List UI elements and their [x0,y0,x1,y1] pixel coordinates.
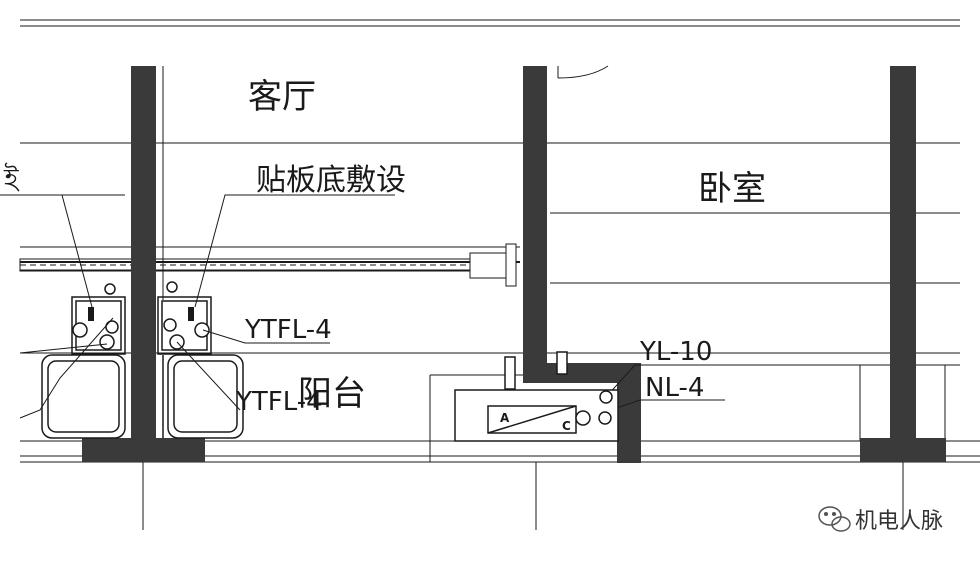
valve-box [454,351,619,442]
riser-pipe-small [105,320,119,334]
balcony-troughs [41,354,244,439]
riser-pipe-top [104,283,116,295]
riser-pipe-top [166,281,178,293]
riser-tag-square [188,307,194,321]
door-swing [557,65,609,79]
riser-pipe-small [163,318,177,332]
riser-tag-square [88,307,94,321]
watermark: 机电人脉 [818,506,943,534]
base-left [82,438,205,462]
bedroom-label: 卧室 [698,169,766,209]
valve-circle [598,411,612,425]
valve-circle [575,410,591,426]
pipe-tag-nl: NL-4 [645,373,704,403]
vertical-lines [142,66,946,530]
valve-box-letter-a: A [500,411,510,425]
column-middle-lower [617,363,641,463]
riser-pipe-small [194,322,210,338]
pipe-tag-ytfl-upper: YTFL-4 [244,315,332,345]
pipe-run-dashed [19,243,517,287]
living-room-label: 客厅 [248,77,316,117]
column-left [131,66,156,462]
pipe-sleeve [504,356,516,390]
pipe-sleeve [556,351,568,375]
base-right [860,438,946,462]
riser-pipe-small [99,334,115,350]
riser-box-right [157,281,212,355]
pipe-tag-yl: YL-10 [639,337,712,367]
surface-laying-label: 贴板底敷设 [256,163,406,198]
wall-middle-horizontal [523,363,641,383]
valve-circle [599,390,613,404]
column-middle [523,66,547,370]
valve-box-letter-c: C [562,419,571,433]
pipe-tag-ytfl-lower: YTFL-4 [235,387,323,417]
wechat-icon [818,506,851,532]
riser-box-left [71,283,126,355]
watermark-text: 机电人脉 [855,509,943,534]
walls [82,66,946,463]
balcony-label: 阳台 [298,374,366,414]
partial-left-label: ই [3,162,20,195]
column-right [890,66,916,462]
riser-pipe-small [72,322,88,338]
